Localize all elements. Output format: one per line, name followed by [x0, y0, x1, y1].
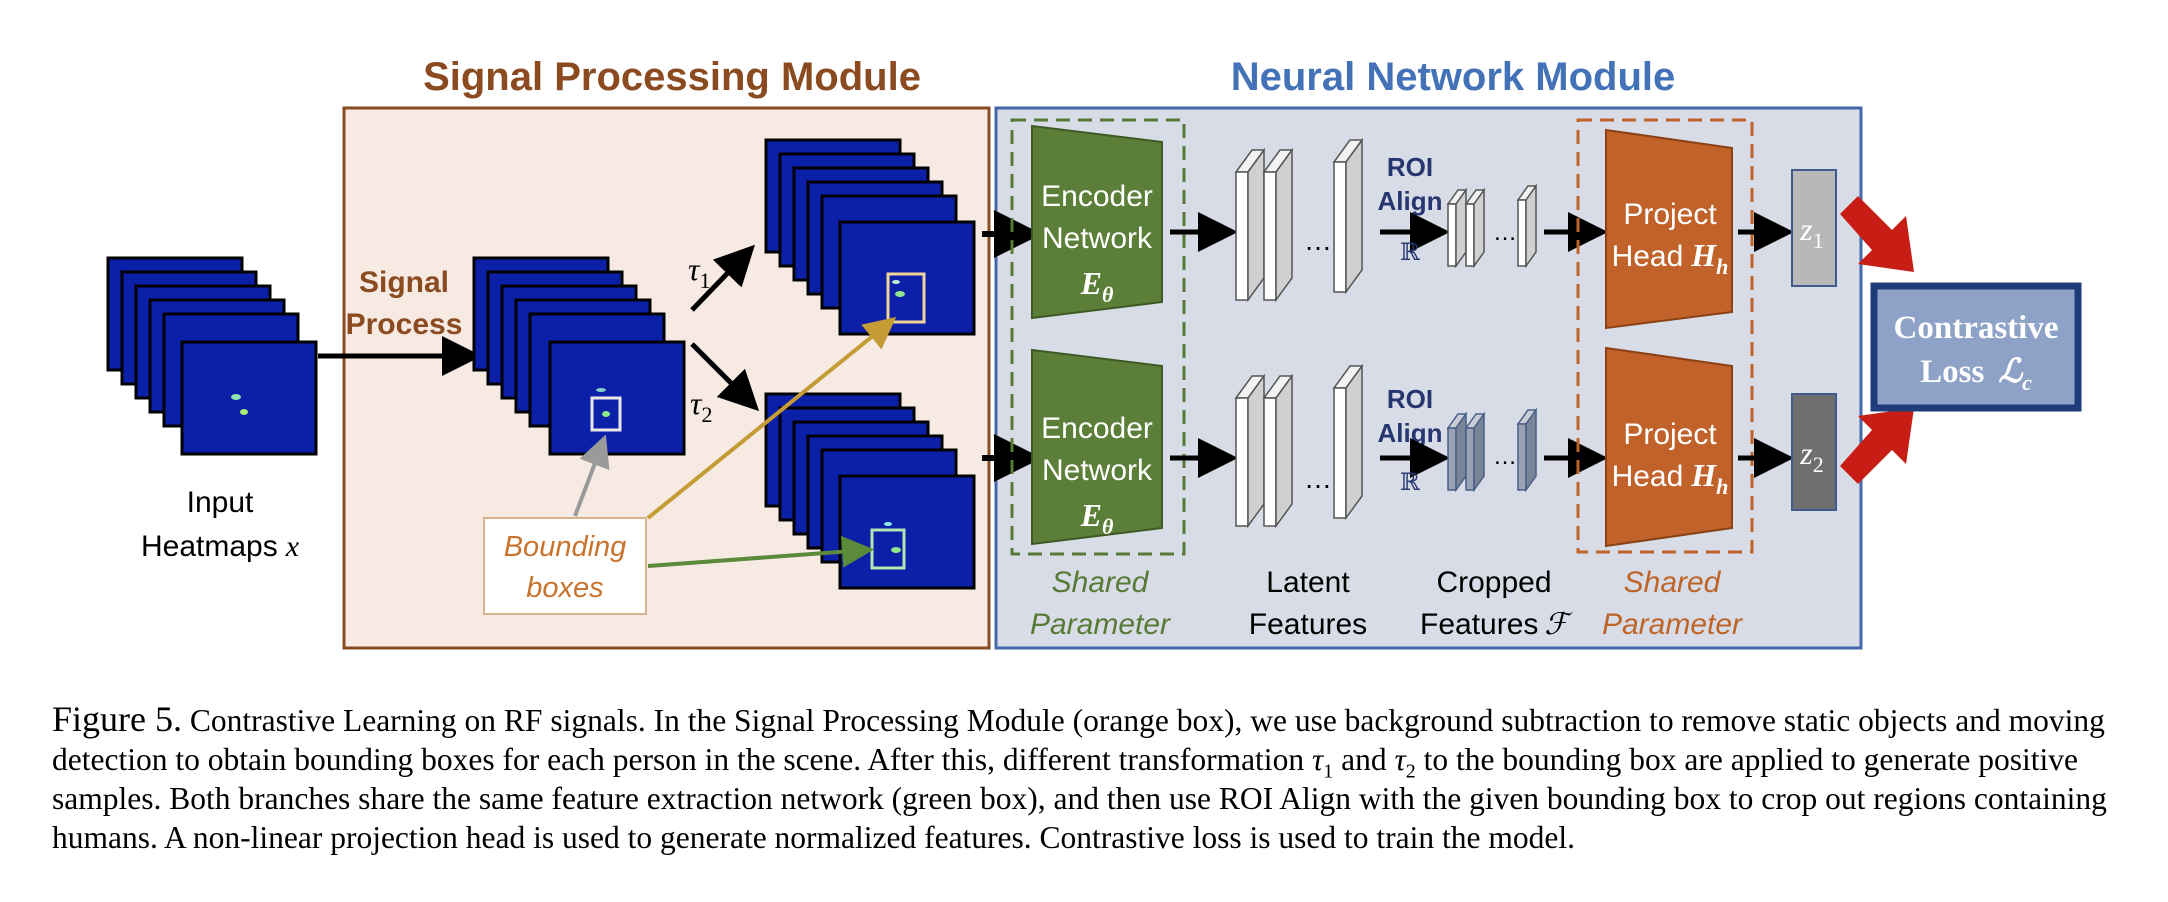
roi-align-top-line2: Align [1378, 186, 1443, 216]
arrow-tau2 [690, 342, 760, 412]
contrastive-loss-line1: Contrastive [1894, 310, 2059, 346]
encoder-top-line2: Network [1042, 222, 1153, 255]
tau1-label: τ1 [688, 251, 710, 293]
figure-label: Figure 5. [52, 699, 182, 739]
roi-align-bottom-line2: Align [1378, 418, 1443, 448]
shared-parameter-orange-box [1576, 118, 1754, 554]
bounding-boxes-line1: Bounding [504, 531, 627, 563]
encoder-top-line1: Encoder [1041, 180, 1153, 213]
cropped-features-top [1446, 183, 1538, 269]
bounding-boxes-box [483, 517, 647, 615]
latent-features-top [1234, 137, 1364, 303]
caption-tau2: τ [1394, 742, 1406, 777]
encoder-top-symbol: Eθ [1080, 265, 1114, 307]
latent-dots-top: … [1304, 225, 1332, 256]
red-arrow-z2-to-loss [1840, 408, 1914, 484]
z2-label: z2 [1799, 435, 1823, 477]
arrow-bbox-to-tau1 [646, 316, 897, 520]
project-head-bottom [1605, 346, 1733, 548]
z1-box [1791, 169, 1837, 287]
cropped-features-line1: Cropped [1436, 566, 1551, 599]
caption-text-2: to the bounding box are applied to gener… [52, 742, 2107, 855]
encoder-bottom-symbol: Eθ [1080, 497, 1114, 539]
bounding-boxes-line2: boxes [526, 572, 603, 604]
latent-features-line1: Latent [1266, 566, 1350, 599]
arrow-bbox-to-processed [573, 434, 610, 517]
figure-caption: Figure 5. Contrastive Learning on RF sig… [52, 700, 2132, 857]
arrow-bbox-to-tau2 [647, 535, 874, 568]
caption-tau1-sub: 1 [1323, 760, 1334, 783]
contrastive-loss-box [1870, 282, 2082, 412]
augmented-stack-tau2 [764, 392, 976, 590]
z1-label: z1 [1799, 211, 1823, 253]
latent-dots-bottom: … [1304, 463, 1332, 494]
roi-align-top-line1: ROI [1387, 152, 1433, 182]
encoder-bottom-line1: Encoder [1041, 412, 1153, 445]
cropped-features-bottom [1446, 407, 1538, 493]
shared-parameter-orange-line2: Parameter [1602, 608, 1743, 641]
shared-parameter-green-box [1010, 118, 1186, 556]
signal-process-label-line1: Signal [359, 266, 449, 299]
bounding-box-marker [590, 396, 622, 432]
project-head-top [1605, 128, 1733, 330]
shared-parameter-orange-line1: Shared [1624, 566, 1722, 599]
processed-heatmap-stack [472, 256, 686, 456]
red-arrow-z1-to-loss [1840, 196, 1914, 272]
project-bottom-line1: Project [1623, 418, 1717, 451]
roi-align-bottom-line1: ROI [1387, 384, 1433, 414]
cropped-dots-top: … [1493, 219, 1517, 246]
input-heatmap-stack [106, 256, 318, 456]
encoder-network-bottom [1031, 348, 1163, 546]
caption-and: and [1333, 742, 1395, 777]
caption-text-1: Contrastive Learning on RF signals. In t… [52, 703, 2105, 777]
signal-process-label-line2: Process [346, 308, 463, 341]
encoder-bottom-line2: Network [1042, 454, 1153, 487]
input-label-line1: Input [187, 486, 254, 519]
shared-parameter-green-line1: Shared [1052, 566, 1150, 599]
encoder-network-top [1031, 124, 1163, 320]
project-top-line1: Project [1623, 198, 1717, 231]
shared-parameter-green-line2: Parameter [1030, 608, 1171, 641]
augmented-stack-tau1 [764, 138, 976, 336]
z2-box [1791, 393, 1837, 511]
reals-top: ℝ [1400, 240, 1421, 266]
caption-tau2-sub: 2 [1405, 760, 1416, 783]
cropped-dots-bottom: … [1493, 443, 1517, 470]
latent-features-bottom [1234, 363, 1364, 529]
tau2-label: τ2 [690, 385, 712, 427]
reals-bottom: ℝ [1400, 470, 1421, 496]
arrow-tau1 [690, 244, 755, 312]
caption-tau1: τ [1311, 742, 1324, 777]
signal-module-title: Signal Processing Module [423, 55, 921, 99]
latent-features-line2: Features [1249, 608, 1367, 641]
nn-module-title: Neural Network Module [1231, 55, 1676, 99]
